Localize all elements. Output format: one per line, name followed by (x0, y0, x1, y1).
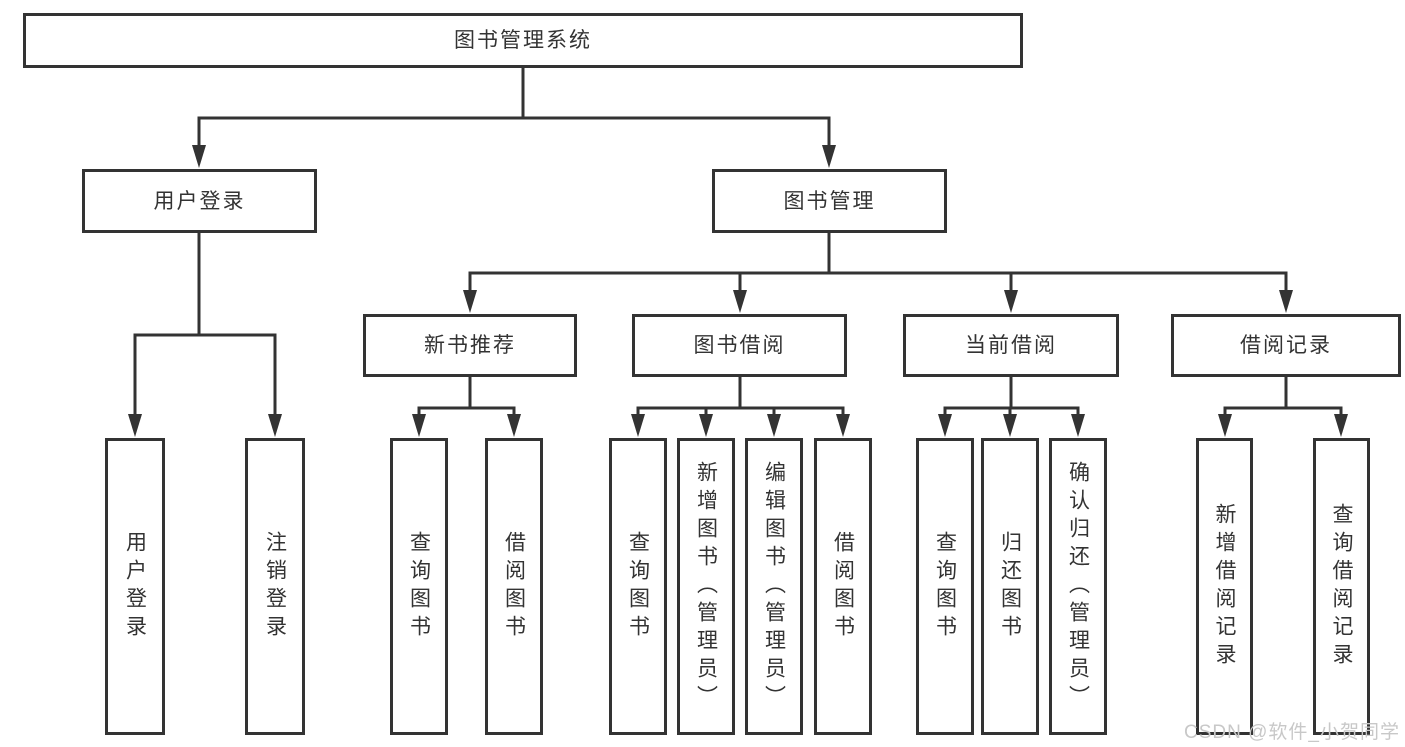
arrowhead (268, 414, 282, 437)
node-book-borrow-label: 图书借阅 (693, 334, 786, 357)
watermark: CSDN @软件_小贺同学 (1184, 722, 1400, 743)
node-book-mgmt-label: 图书管理 (783, 189, 876, 213)
leaf-current-query-label: 查询图书 (933, 530, 957, 643)
leaf-newbook-query: 查询图书 (390, 438, 448, 735)
leaf-current-confirm-label: 确认归还（管理员） (1066, 460, 1090, 713)
arrowhead (128, 414, 142, 437)
leaf-user-login: 用户登录 (105, 438, 165, 735)
leaf-logout-label: 注销登录 (263, 530, 287, 643)
arrowhead (822, 145, 836, 168)
arrowhead (192, 145, 206, 168)
node-current-borrow-label: 当前借阅 (965, 334, 1057, 357)
node-book-mgmt: 图书管理 (712, 169, 947, 233)
leaf-newbook-borrow: 借阅图书 (485, 438, 543, 735)
connector-new-book-children (417, 377, 516, 417)
node-user-login-label: 用户登录 (153, 189, 246, 213)
arrowhead (1218, 414, 1232, 437)
node-current-borrow: 当前借阅 (903, 314, 1119, 377)
node-root-label: 图书管理系统 (454, 29, 592, 52)
leaf-newbook-borrow-label: 借阅图书 (502, 530, 526, 643)
arrowhead (733, 290, 747, 313)
connector-borrow-record-children (1223, 377, 1343, 417)
leaf-logout: 注销登录 (245, 438, 305, 735)
leaf-borrow-query: 查询图书 (609, 438, 667, 735)
arrowhead (507, 414, 521, 437)
leaf-current-return-label: 归还图书 (998, 530, 1022, 643)
connector-user-login-children (133, 233, 277, 417)
leaf-borrow-add-label: 新增图书（管理员） (694, 460, 718, 713)
arrowhead (1003, 414, 1017, 437)
arrowhead (1004, 290, 1018, 313)
arrowhead (938, 414, 952, 437)
leaf-borrow-borrow: 借阅图书 (814, 438, 872, 735)
leaf-newbook-query-label: 查询图书 (407, 530, 431, 643)
node-root: 图书管理系统 (23, 13, 1023, 68)
arrowhead (699, 414, 713, 437)
leaf-borrow-borrow-label: 借阅图书 (831, 530, 855, 643)
leaf-record-add-label: 新增借阅记录 (1213, 502, 1236, 671)
node-book-borrow: 图书借阅 (632, 314, 847, 377)
leaf-borrow-edit: 编辑图书（管理员） (745, 438, 803, 735)
connector-current-borrow-children (943, 377, 1080, 417)
arrowhead (1071, 414, 1085, 437)
arrowhead (631, 414, 645, 437)
leaf-borrow-query-label: 查询图书 (626, 530, 650, 643)
leaf-record-query: 查询借阅记录 (1313, 438, 1370, 735)
arrowhead (412, 414, 426, 437)
leaf-current-return: 归还图书 (981, 438, 1039, 735)
connector-book-mgmt-children (468, 233, 1288, 293)
arrowhead (1334, 414, 1348, 437)
leaf-user-login-label: 用户登录 (123, 530, 147, 643)
node-borrow-record-label: 借阅记录 (1240, 334, 1332, 357)
leaf-borrow-add: 新增图书（管理员） (677, 438, 735, 735)
leaf-record-query-label: 查询借阅记录 (1330, 502, 1353, 671)
connector-root-to-level2 (197, 68, 831, 148)
arrowhead (836, 414, 850, 437)
connector-book-borrow-children (636, 377, 845, 417)
leaf-record-add: 新增借阅记录 (1196, 438, 1253, 735)
arrowhead (767, 414, 781, 437)
node-new-book-recommend-label: 新书推荐 (424, 334, 516, 357)
node-borrow-record: 借阅记录 (1171, 314, 1401, 377)
leaf-current-confirm: 确认归还（管理员） (1049, 438, 1107, 735)
arrowhead (463, 290, 477, 313)
leaf-borrow-edit-label: 编辑图书（管理员） (762, 460, 786, 713)
arrowhead (1279, 290, 1293, 313)
node-new-book-recommend: 新书推荐 (363, 314, 577, 377)
leaf-current-query: 查询图书 (916, 438, 974, 735)
node-user-login: 用户登录 (82, 169, 317, 233)
